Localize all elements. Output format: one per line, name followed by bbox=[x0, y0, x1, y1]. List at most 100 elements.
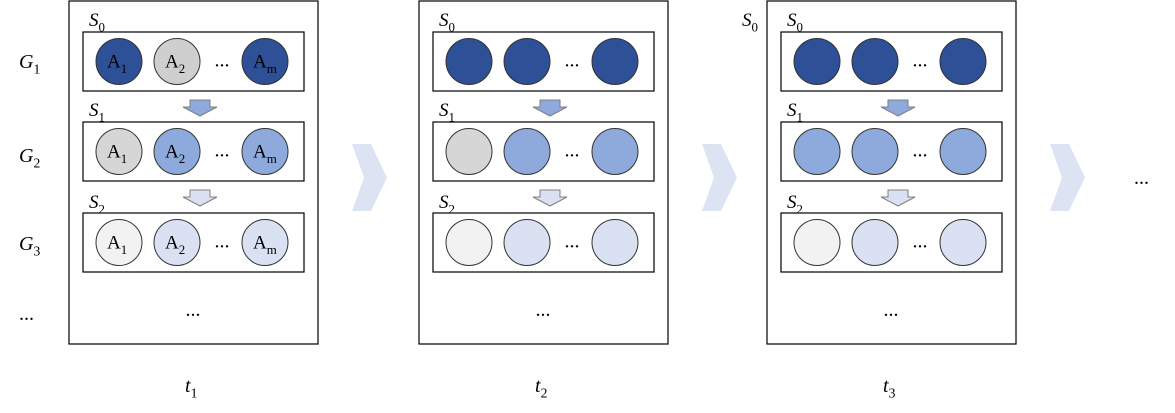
agent-label-a2: A2 bbox=[165, 233, 185, 257]
stage-label-s2-subscript: 2 bbox=[797, 201, 803, 216]
row-label-g2: G2 bbox=[19, 145, 40, 171]
agent-label-a3: Am bbox=[253, 233, 277, 257]
agent-label-a2-subscript: 2 bbox=[179, 61, 185, 76]
agent-node bbox=[851, 219, 899, 266]
agent-node bbox=[503, 219, 551, 266]
stage-label-s1-subscript: 1 bbox=[99, 109, 105, 124]
stage-down-arrow bbox=[532, 189, 568, 207]
agent-label-a2: A2 bbox=[165, 52, 185, 76]
agent-node bbox=[939, 219, 987, 266]
agent-label-a1-base: A bbox=[107, 142, 121, 163]
agent-node bbox=[851, 128, 899, 175]
stage-label-s0: S0 bbox=[89, 10, 105, 34]
stage-label-s1-subscript: 1 bbox=[449, 109, 455, 124]
agent-label-a2-base: A bbox=[165, 52, 179, 73]
time-label: t3 bbox=[883, 375, 896, 401]
stage-label-s2-base: S bbox=[89, 192, 99, 213]
stage-label-s1: S1 bbox=[89, 100, 105, 124]
stage-label-s2-subscript: 2 bbox=[449, 201, 455, 216]
stage-label-s1: S1 bbox=[439, 100, 455, 124]
agent-label-a1-subscript: 1 bbox=[121, 61, 127, 76]
agent-ellipsis: ... bbox=[565, 50, 580, 72]
agent-label-a3-base: A bbox=[253, 52, 267, 73]
stage-label-s0-outer-subscript: 0 bbox=[752, 19, 758, 34]
agent-ellipsis: ... bbox=[913, 50, 928, 72]
stage-label-s2-base: S bbox=[787, 192, 797, 213]
row-label-g1-subscript: 1 bbox=[33, 62, 40, 77]
agent-label-a2: A2 bbox=[165, 142, 185, 166]
stage-label-s0-base: S bbox=[439, 10, 449, 31]
agent-node bbox=[939, 128, 987, 175]
stage-label-s0: S0 bbox=[439, 10, 455, 34]
agent-label-a1: A1 bbox=[107, 233, 127, 257]
agent-label-a2-subscript: 2 bbox=[179, 242, 185, 257]
stage-label-s0: S0 bbox=[787, 10, 803, 34]
stage-label-s0-base: S bbox=[89, 10, 99, 31]
time-label-subscript: 3 bbox=[889, 386, 896, 401]
row-label-g4: ... bbox=[19, 303, 34, 325]
agent-label-a2-subscript: 2 bbox=[179, 151, 185, 166]
time-label: t2 bbox=[535, 375, 548, 401]
agent-label-a1-subscript: 1 bbox=[121, 242, 127, 257]
time-label: t1 bbox=[185, 375, 197, 401]
agent-node bbox=[591, 128, 639, 175]
stage-label-s0-subscript: 0 bbox=[449, 19, 455, 34]
agent-ellipsis: ... bbox=[215, 231, 230, 253]
stage-label-s1-base: S bbox=[89, 100, 99, 121]
stage-label-s0-subscript: 0 bbox=[99, 19, 105, 34]
agent-node bbox=[153, 128, 201, 175]
agent-node bbox=[241, 128, 289, 175]
more-groups-ellipsis: ... bbox=[536, 299, 551, 321]
stage-label-s2: S2 bbox=[89, 192, 105, 216]
agent-node bbox=[95, 128, 143, 175]
agent-label-a3-subscript: m bbox=[267, 242, 277, 257]
stage-label-s0-subscript: 0 bbox=[797, 19, 803, 34]
stage-label-s0-base: S bbox=[787, 10, 797, 31]
agent-ellipsis: ... bbox=[913, 231, 928, 253]
stage-label-s1-subscript: 1 bbox=[797, 109, 803, 124]
agent-node bbox=[95, 219, 143, 266]
agent-label-a1-base: A bbox=[107, 233, 121, 254]
row-label-g3-subscript: 3 bbox=[33, 244, 40, 259]
stage-label-s0-outer: S0 bbox=[742, 10, 758, 34]
stage-down-arrow bbox=[880, 99, 916, 117]
row-label-g1-base: G bbox=[19, 51, 34, 73]
agent-label-a2-base: A bbox=[165, 233, 179, 254]
agent-ellipsis: ... bbox=[565, 140, 580, 162]
agent-node bbox=[153, 219, 201, 266]
time-label-base: t bbox=[883, 375, 889, 397]
agent-node bbox=[241, 219, 289, 266]
agent-node bbox=[503, 128, 551, 175]
stage-label-s1-base: S bbox=[787, 100, 797, 121]
agent-node bbox=[241, 38, 289, 85]
time-transition-arrow bbox=[352, 144, 387, 211]
agent-label-a3: Am bbox=[253, 142, 277, 166]
agent-label-a1: A1 bbox=[107, 142, 127, 166]
row-label-g1: G1 bbox=[19, 51, 40, 77]
agent-node bbox=[445, 38, 493, 85]
agent-label-a1-base: A bbox=[107, 52, 121, 73]
stage-down-arrow bbox=[532, 99, 568, 117]
agent-node bbox=[793, 38, 841, 85]
stage-label-s2-base: S bbox=[439, 192, 449, 213]
row-label-g4-base: ... bbox=[19, 303, 34, 325]
agent-node bbox=[793, 219, 841, 266]
agent-node bbox=[445, 219, 493, 266]
time-panel-1: ............ bbox=[68, 0, 319, 345]
agent-label-a2-base: A bbox=[165, 142, 179, 163]
agent-node bbox=[591, 38, 639, 85]
time-panel-2: ............ bbox=[418, 0, 669, 345]
more-groups-ellipsis: ... bbox=[186, 299, 201, 321]
trailing-ellipsis: ... bbox=[1134, 167, 1149, 189]
more-groups-ellipsis: ... bbox=[884, 299, 899, 321]
agent-label-a3-base: A bbox=[253, 233, 267, 254]
agent-node bbox=[153, 38, 201, 85]
stage-label-s1: S1 bbox=[787, 100, 803, 124]
agent-label-a3: Am bbox=[253, 52, 277, 76]
stage-label-s2-subscript: 2 bbox=[99, 201, 105, 216]
agent-label-a3-subscript: m bbox=[267, 61, 277, 76]
time-label-subscript: 2 bbox=[541, 386, 548, 401]
row-label-g3-base: G bbox=[19, 233, 34, 255]
agent-ellipsis: ... bbox=[215, 140, 230, 162]
